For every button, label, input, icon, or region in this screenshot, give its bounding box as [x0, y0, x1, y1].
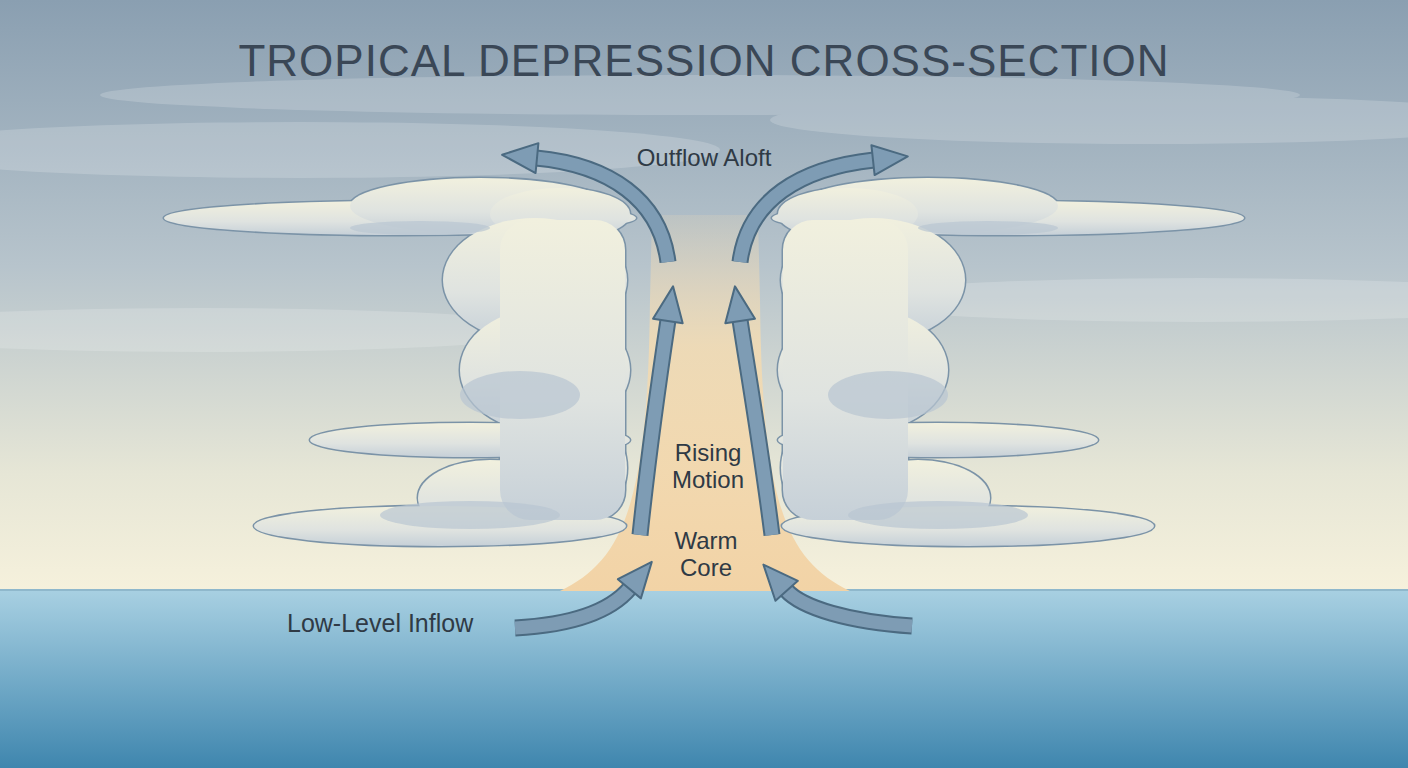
outflow-label: Outflow Aloft [637, 145, 772, 172]
rising-label: Rising Motion [656, 440, 760, 494]
inflow-label: Low-Level Inflow [287, 609, 473, 637]
core-label: Warm Core [654, 528, 758, 582]
diagram-title: TROPICAL DEPRESSION CROSS-SECTION [238, 36, 1169, 85]
